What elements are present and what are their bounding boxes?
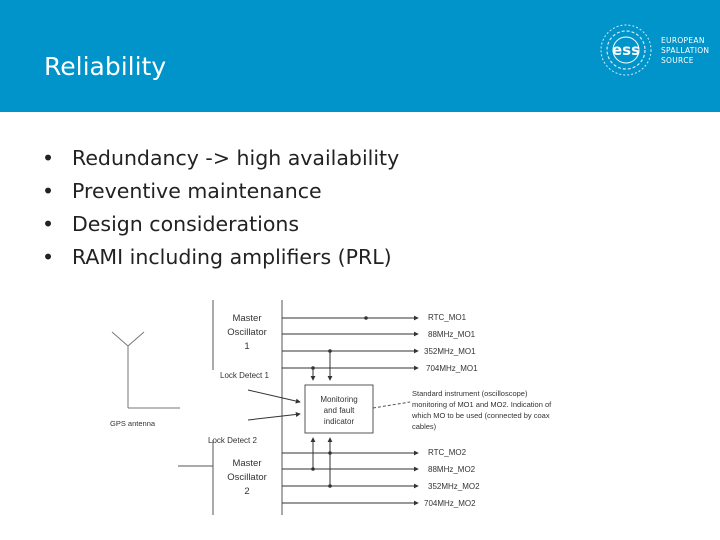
instrument-note-line: cables) [412,422,437,431]
output-label: 88MHz_MO2 [428,465,476,474]
bullet-dot: • [42,146,55,170]
output-label: 352MHz_MO1 [424,347,476,356]
bullet-item: • RAMI including amplifiers (PRL) [42,241,399,274]
master-oscillator-2-line: Master [232,458,261,469]
slide-title: Reliability [44,52,167,81]
instrument-note-line: monitoring of MO1 and MO2. Indication of [412,400,552,409]
instrument-note-line: which MO to be used (connected by coax [411,411,550,420]
gps-antenna-icon [111,331,180,409]
output-label: 88MHz_MO1 [428,330,476,339]
output-label: RTC_MO1 [428,313,467,322]
bullet-item: • Preventive maintenance [42,175,399,208]
monitoring-box [304,384,374,434]
logo-text: EUROPEAN SPALLATION SOURCE [661,36,709,66]
bullet-text: Redundancy -> high availability [72,146,400,170]
logo-line: SOURCE [661,56,694,65]
bullet-dot: • [42,212,55,236]
bullet-item: • Redundancy -> high availability [42,142,399,175]
master-oscillator-diagram: GPS antenna Master Oscillator 1 Lock Det… [110,300,552,515]
lock-detect-2-label: Lock Detect 2 [208,436,257,445]
master-oscillator-2-line: 2 [244,486,249,497]
bullet-text: RAMI including amplifiers (PRL) [72,245,392,269]
bullet-text: Design considerations [72,212,300,236]
master-oscillator-1-line: 1 [244,341,249,352]
master-oscillator-2-line: Oscillator [227,472,267,483]
lock-detect-1-label: Lock Detect 1 [220,371,269,380]
monitoring-line: Monitoring [320,395,357,404]
monitoring-line: indicator [324,417,355,426]
bullet-text: Preventive maintenance [72,179,322,203]
output-label: 352MHz_MO2 [428,482,480,491]
bullet-dot: • [42,179,55,203]
instrument-note-line: Standard instrument (oscilloscope) [412,389,528,398]
bullet-list: • Redundancy -> high availability • Preven… [42,142,399,274]
monitoring-line: and fault [324,406,355,415]
bullet-dot: • [42,245,55,269]
title-bar: Reliability ess EUROPEAN SPALLATION SOUR… [0,0,720,112]
logo-line: EUROPEAN [661,36,705,45]
output-label: 704MHz_MO1 [426,364,478,373]
bullet-item: • Design considerations [42,208,399,241]
output-label: RTC_MO2 [428,448,467,457]
master-oscillator-1-line: Oscillator [227,327,267,338]
output-label: 704MHz_MO2 [424,499,476,508]
logo-mark: ess [612,41,640,59]
master-oscillator-1-line: Master [232,313,261,324]
gps-label: GPS antenna [110,419,156,428]
ess-logo-icon: ess [600,24,652,76]
logo-line: SPALLATION [661,46,710,55]
